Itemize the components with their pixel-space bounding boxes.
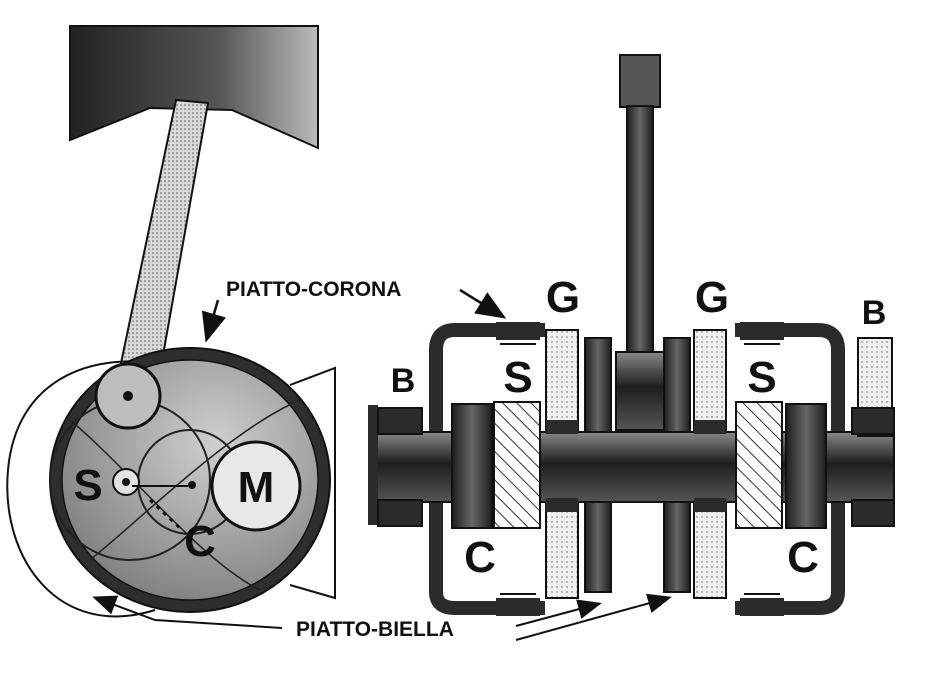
label-g-left: G bbox=[546, 273, 580, 322]
label-s-left-view: S bbox=[73, 461, 102, 510]
bearing-right-bottom bbox=[851, 499, 895, 527]
bearing-left-top bbox=[377, 407, 423, 435]
label-c-left-view: C bbox=[184, 517, 216, 566]
section-view: G G B B S S C C bbox=[368, 54, 895, 616]
c-gear-right bbox=[785, 403, 827, 529]
ring-tip-right-top bbox=[740, 322, 784, 340]
ring-tip-left-bottom bbox=[496, 598, 540, 616]
shaft-collar bbox=[694, 420, 726, 434]
label-m: M bbox=[238, 463, 275, 512]
label-s-section-left: S bbox=[503, 353, 532, 402]
shaft-collar bbox=[694, 498, 726, 512]
arrow-biella-left bbox=[92, 595, 283, 629]
shaft-collar bbox=[546, 498, 578, 512]
ring-tip-right-bottom bbox=[740, 598, 784, 616]
label-b-right: B bbox=[862, 294, 887, 332]
bearing-right-top bbox=[851, 407, 895, 435]
carrier-pin bbox=[188, 481, 196, 489]
bearing-left-plate bbox=[368, 405, 378, 525]
connecting-rod bbox=[118, 98, 210, 374]
front-view: M S C bbox=[6, 25, 336, 618]
arrow-biella-right bbox=[515, 593, 672, 641]
s-gear-left bbox=[493, 401, 541, 529]
s-gear-right bbox=[735, 401, 783, 529]
caption-piatto-corona: PIATTO-CORONA bbox=[226, 278, 401, 301]
arrow-corona-left bbox=[201, 299, 226, 343]
motor-gear bbox=[210, 440, 302, 532]
vertical-rod bbox=[626, 105, 654, 367]
annotations: PIATTO-CORONA PIATTO-BIELLA bbox=[92, 278, 672, 641]
sun-gear-center bbox=[122, 478, 130, 486]
gear-arc-2 bbox=[89, 399, 301, 561]
label-s-section-right: S bbox=[747, 353, 776, 402]
arrow-corona-right bbox=[459, 288, 507, 319]
c-gear-left bbox=[451, 403, 493, 529]
carrier-dash bbox=[148, 498, 182, 530]
rod-cap bbox=[619, 54, 661, 108]
piston bbox=[69, 25, 319, 150]
caption-piatto-biella: PIATTO-BIELLA bbox=[296, 618, 454, 641]
piatto-biella-outline bbox=[6, 360, 171, 618]
label-c-section-right: C bbox=[787, 533, 819, 582]
label-g-right: G bbox=[695, 273, 729, 322]
rod-big-end bbox=[615, 351, 665, 431]
crank-pin-center bbox=[123, 391, 133, 401]
bearing-left-bottom bbox=[377, 499, 423, 527]
label-b-left: B bbox=[391, 362, 416, 400]
shaft-collar bbox=[546, 420, 578, 434]
ring-tip-left-top bbox=[496, 322, 540, 340]
arrow-biella-mid bbox=[515, 599, 602, 627]
label-c-section-left: C bbox=[464, 533, 496, 582]
